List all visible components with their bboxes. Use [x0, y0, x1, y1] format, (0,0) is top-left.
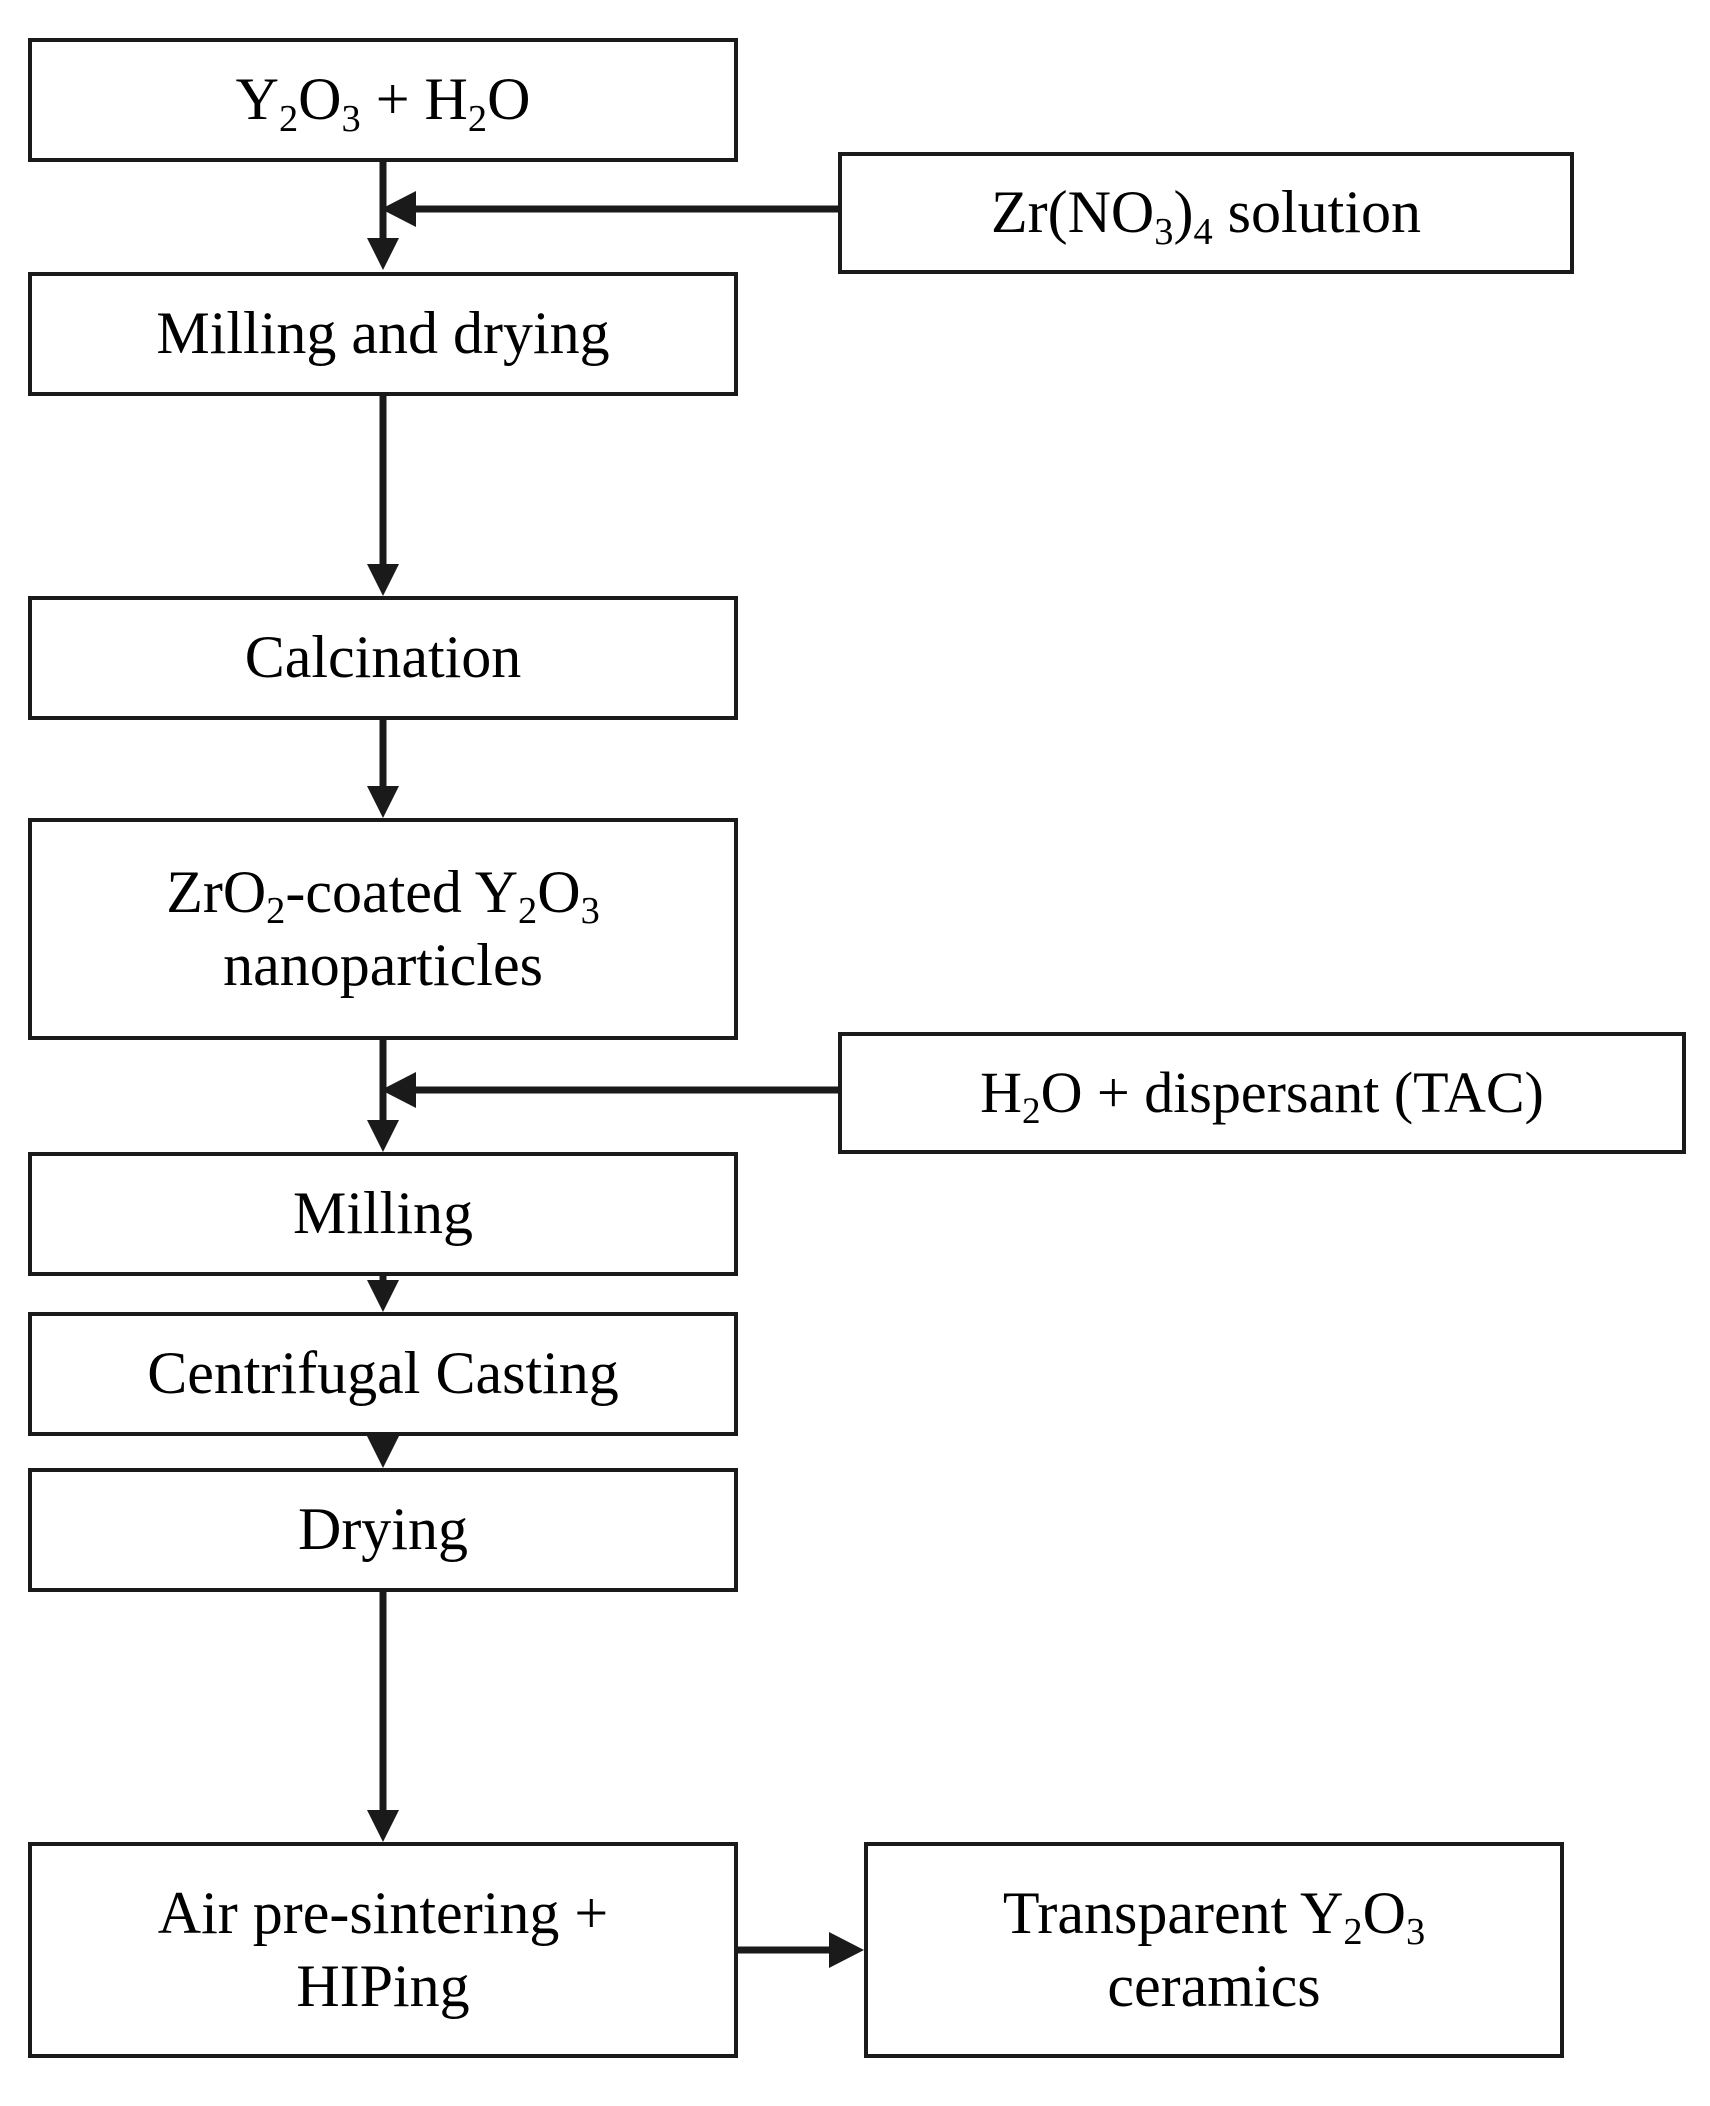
edge-milling-drying-to-calcination	[367, 396, 399, 596]
node-label: Calcination	[244, 624, 522, 691]
node-label: Milling and drying	[156, 300, 610, 367]
node-label: H2O + dispersant (TAC)	[980, 1059, 1544, 1132]
edge-drying-to-presinter	[367, 1592, 399, 1842]
node-label: Milling	[292, 1180, 474, 1247]
node-calcination[interactable]: Calcination	[28, 596, 738, 720]
node-label: Y2O3 + H2O	[235, 66, 531, 140]
node-air-presintering-hiping[interactable]: Air pre-sintering +HIPing	[28, 1842, 738, 2058]
edge-presinter-to-ceramics	[738, 1932, 864, 1968]
node-label: Zr(NO3)4 solution	[990, 179, 1422, 253]
edge-nanoparticles-to-milling	[367, 1040, 399, 1152]
edge-zr-solution-to-stream	[381, 191, 838, 227]
edge-start-to-milling-drying	[367, 162, 399, 270]
node-drying[interactable]: Drying	[28, 1468, 738, 1592]
node-start-materials[interactable]: Y2O3 + H2O	[28, 38, 738, 162]
node-milling[interactable]: Milling	[28, 1152, 738, 1276]
edge-dispersant-to-stream	[381, 1072, 838, 1108]
edge-calcination-to-nanoparticles	[367, 720, 399, 818]
node-label: Drying	[298, 1496, 468, 1563]
node-milling-and-drying[interactable]: Milling and drying	[28, 272, 738, 396]
node-label: Air pre-sintering +HIPing	[157, 1879, 609, 2019]
node-water-dispersant-tac[interactable]: H2O + dispersant (TAC)	[838, 1032, 1686, 1154]
node-zr-nitrate-solution[interactable]: Zr(NO3)4 solution	[838, 152, 1574, 274]
edge-milling-to-casting	[367, 1276, 399, 1312]
node-label: Centrifugal Casting	[147, 1340, 619, 1407]
edge-casting-to-drying	[367, 1436, 399, 1468]
node-centrifugal-casting[interactable]: Centrifugal Casting	[28, 1312, 738, 1436]
